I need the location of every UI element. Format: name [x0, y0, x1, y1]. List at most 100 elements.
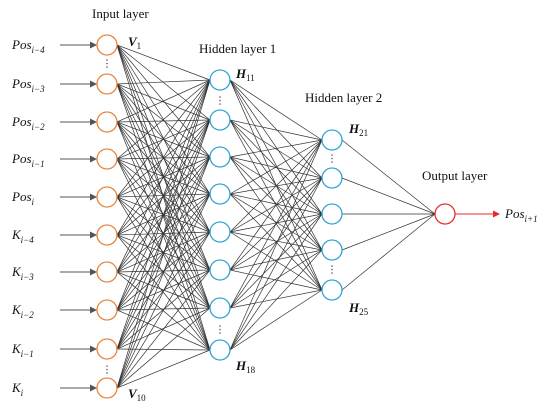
- input-arrow-head: [90, 155, 97, 163]
- input-arrow-head: [90, 306, 97, 314]
- edge-hidden1-hidden2: [229, 156, 323, 251]
- edge-hidden2-output: [341, 177, 436, 215]
- ellipsis-dots: [331, 157, 333, 160]
- edge-input-hidden1: [116, 231, 211, 389]
- input-variable-label: Ki−1: [11, 341, 34, 359]
- network-labels: Input layer Hidden layer 1 Hidden layer …: [11, 6, 538, 403]
- hidden1-node-label-h11: H11: [235, 66, 255, 83]
- input-arrow-head: [90, 384, 97, 392]
- hidden2-node: [321, 167, 343, 189]
- edge-hidden1-hidden2: [229, 193, 323, 251]
- edge-hidden1-hidden2: [229, 213, 323, 351]
- input-arrow-head: [90, 268, 97, 276]
- hidden1-node: [209, 297, 231, 319]
- edge-input-hidden1: [116, 121, 211, 351]
- edge-hidden2-output: [341, 139, 436, 215]
- ellipsis-dots: [106, 59, 108, 61]
- hidden1-node: [209, 339, 231, 361]
- edge-input-hidden1: [116, 119, 211, 389]
- input-arrow-head: [90, 231, 97, 239]
- input-variable-label: Posi−1: [11, 151, 45, 169]
- edge-hidden1-hidden2: [229, 177, 323, 351]
- edge-input-hidden1: [116, 79, 211, 311]
- ellipsis-dots: [219, 325, 221, 327]
- edge-hidden1-hidden2: [229, 139, 323, 309]
- edge-input-hidden1: [116, 83, 211, 121]
- edge-input-hidden1: [116, 348, 211, 351]
- input-arrow-head: [90, 193, 97, 201]
- input-variable-label: Ki−4: [11, 227, 34, 245]
- input-node: [96, 338, 118, 360]
- edge-input-hidden1: [116, 349, 211, 389]
- ellipsis-dots: [331, 265, 333, 267]
- input-variable-label: Posi−4: [11, 37, 45, 55]
- input-arrow-head: [90, 80, 97, 88]
- hidden1-node-label-h18: H18: [235, 358, 256, 375]
- edge-input-hidden1: [116, 44, 211, 81]
- edge-input-hidden1: [116, 119, 211, 236]
- hidden1-node: [209, 69, 231, 91]
- edge-input-hidden1: [116, 79, 211, 350]
- ellipsis-dots: [331, 268, 333, 271]
- edge-hidden1-hidden2: [229, 231, 323, 251]
- input-node: [96, 34, 118, 56]
- edge-input-hidden1: [116, 193, 211, 350]
- edge-input-hidden1: [116, 79, 211, 198]
- edge-input-hidden1: [116, 79, 211, 85]
- edge-hidden1-hidden2: [229, 79, 323, 215]
- ellipsis-dots: [106, 365, 108, 367]
- edge-hidden2-output: [341, 213, 436, 291]
- edge-input-hidden1: [116, 79, 211, 236]
- output-node: [434, 203, 456, 225]
- hidden1-node: [209, 221, 231, 243]
- edge-hidden1-hidden2: [229, 119, 323, 251]
- edge-hidden1-hidden2: [229, 139, 323, 351]
- edge-hidden1-hidden2: [229, 177, 323, 309]
- edge-hidden1-hidden2: [229, 213, 323, 271]
- input-node: [96, 261, 118, 283]
- input-layer-title: Input layer: [92, 6, 149, 21]
- edge-hidden1-hidden2: [229, 139, 323, 271]
- ellipsis-dots: [219, 103, 221, 105]
- hidden1-node: [209, 259, 231, 281]
- edge-hidden1-hidden2: [229, 139, 323, 158]
- ellipsis-dots: [106, 368, 108, 371]
- hidden-layer-2-title: Hidden layer 2: [305, 90, 382, 105]
- edge-input-hidden1: [116, 269, 211, 389]
- edge-hidden1-hidden2: [229, 213, 323, 309]
- input-variable-label: Ki: [11, 380, 24, 398]
- output-arrow-head: [493, 210, 500, 218]
- edge-input-hidden1: [116, 79, 211, 273]
- edge-hidden1-hidden2: [229, 289, 323, 309]
- edge-hidden1-hidden2: [229, 213, 323, 233]
- edge-input-hidden1: [116, 307, 211, 389]
- edge-input-hidden1: [116, 79, 211, 160]
- network-nodes: [96, 34, 456, 399]
- input-variable-label: Posi−3: [11, 76, 45, 94]
- ellipsis-dots: [219, 96, 221, 98]
- ellipsis-dots: [219, 99, 221, 102]
- edge-hidden1-hidden2: [229, 249, 323, 271]
- edge-input-hidden1: [116, 156, 211, 389]
- edge-hidden1-hidden2: [229, 269, 323, 291]
- edge-hidden2-output: [341, 213, 436, 251]
- hidden2-node-label-h21: H21: [348, 121, 368, 138]
- hidden-layer-1-title: Hidden layer 1: [199, 41, 276, 56]
- input-arrow-head: [90, 345, 97, 353]
- edge-input-hidden1: [116, 119, 211, 273]
- input-node-label-v10: V10: [128, 386, 146, 403]
- edge-hidden1-hidden2: [229, 249, 323, 351]
- hidden2-node-label-h25: H25: [348, 300, 369, 317]
- input-node: [96, 73, 118, 95]
- edge-hidden1-hidden2: [229, 139, 323, 195]
- input-node: [96, 299, 118, 321]
- input-arrow-head: [90, 118, 97, 126]
- input-node: [96, 148, 118, 170]
- edge-hidden1-hidden2: [229, 156, 323, 215]
- input-node: [96, 186, 118, 208]
- output-label: Posi+1: [504, 206, 538, 224]
- input-node: [96, 377, 118, 399]
- edge-hidden1-hidden2: [229, 289, 323, 351]
- edge-hidden1-hidden2: [229, 79, 323, 141]
